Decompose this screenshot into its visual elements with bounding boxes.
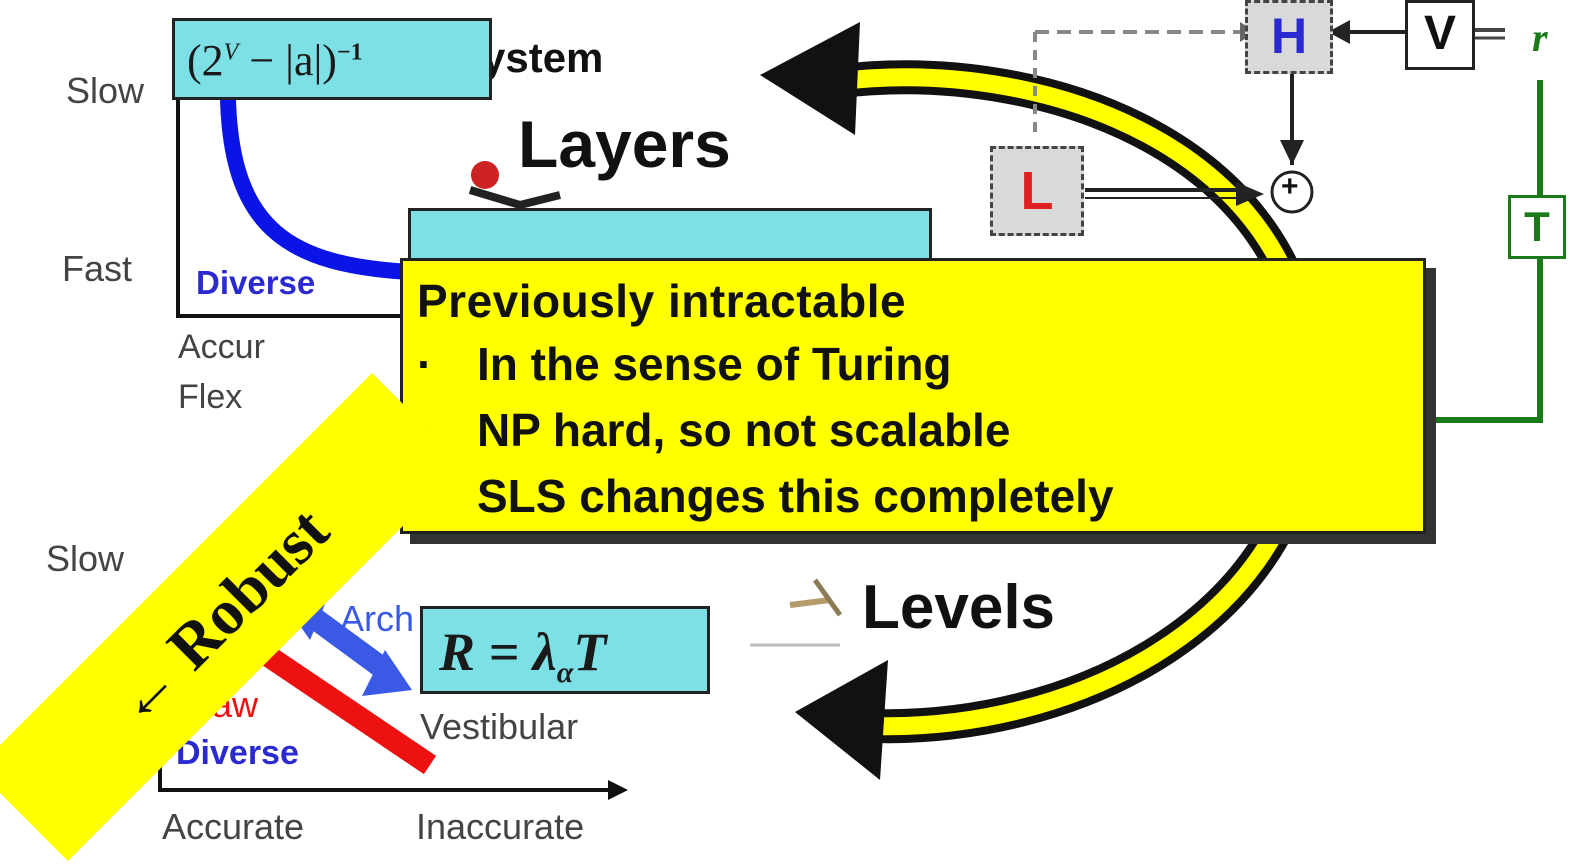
r-signal-label: r bbox=[1532, 15, 1548, 60]
top-x-label-accurate: Accur bbox=[178, 328, 265, 366]
top-x-label-flexible: Flex bbox=[178, 378, 243, 416]
ring-arrowhead-bottom bbox=[795, 660, 888, 780]
top-y-label-slow: Slow bbox=[66, 70, 145, 111]
layers-label: Layers bbox=[518, 107, 731, 181]
ring-arrowhead-top bbox=[760, 22, 860, 135]
bottom-formula: R = λαT bbox=[439, 622, 607, 689]
L-block: L bbox=[990, 146, 1084, 236]
levels-figure-icon bbox=[750, 578, 843, 647]
top-diverse-label: Diverse bbox=[196, 264, 316, 301]
vestibular-label: Vestibular bbox=[420, 706, 579, 747]
T-block: T bbox=[1508, 195, 1566, 259]
top-y-label-fast: Fast bbox=[62, 248, 133, 289]
bottom-x-label-accurate: Accurate bbox=[162, 806, 305, 847]
top-formula: (2V − |a|)−1 bbox=[187, 36, 363, 85]
callout-bullet: ·NP hard, so not scalable bbox=[417, 404, 1011, 456]
intractable-callout: Previously intractable ·In the sense of … bbox=[400, 258, 1426, 534]
bottom-diverse-label: Diverse bbox=[176, 734, 299, 772]
blue-tradeoff-curve bbox=[220, 92, 418, 280]
architecture-label: Arch bbox=[340, 598, 415, 639]
layers-figure-icon bbox=[468, 161, 561, 210]
V-block: V bbox=[1405, 0, 1475, 70]
top-formula-box: (2V − |a|)−1 bbox=[172, 18, 492, 100]
architecture-arrow bbox=[303, 606, 392, 679]
levels-label: Levels bbox=[862, 573, 1056, 642]
callout-title: Previously intractable bbox=[417, 275, 907, 327]
callout-bullet: ·In the sense of Turing bbox=[417, 338, 952, 390]
bottom-y-label-slow: Slow bbox=[46, 538, 125, 579]
sum-node bbox=[1270, 170, 1314, 214]
H-block: H bbox=[1245, 0, 1333, 74]
top-chart-title: ystem bbox=[482, 34, 604, 81]
callout-bullet: ·SLS changes this completely bbox=[417, 470, 1114, 522]
bottom-x-label-inaccurate: Inaccurate bbox=[416, 806, 585, 847]
sum-plus: + bbox=[1281, 170, 1299, 203]
bottom-formula-box: R = λαT bbox=[420, 606, 710, 694]
